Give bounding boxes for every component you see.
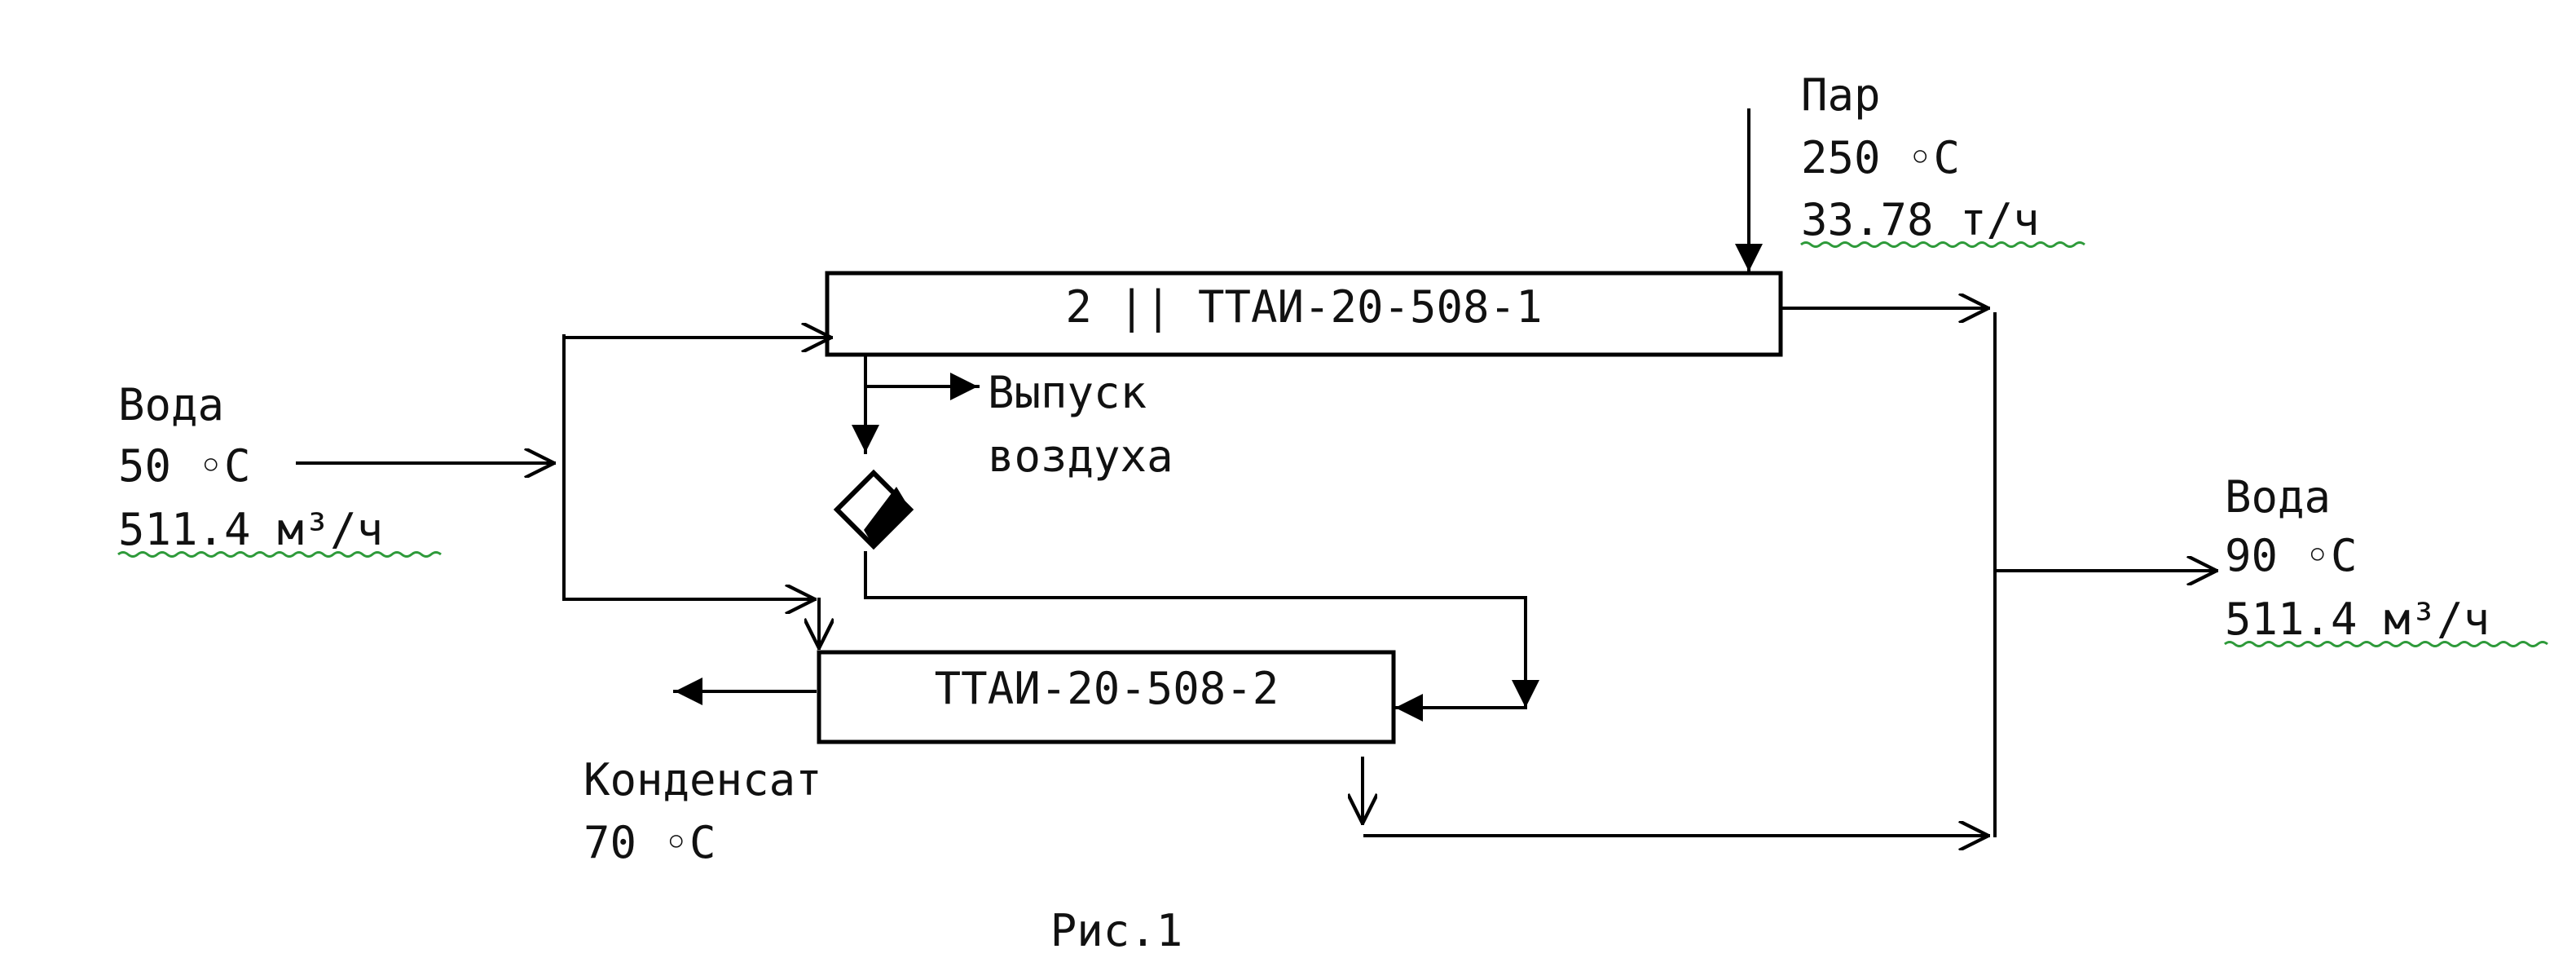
condensate-outlet: Конденсат 70 ◦С	[583, 678, 822, 868]
steam-flow: 33.78 т/ч	[1801, 194, 2040, 245]
water-in-name: Вода	[118, 379, 224, 430]
steam-inlet: Пар 250 ◦С 33.78 т/ч	[1735, 69, 2085, 273]
heat-exchanger-1: 2 || ТТАИ-20-508-1	[825, 271, 1783, 357]
water-in-temperature: 50 ◦С	[118, 440, 251, 492]
heat-exchanger-1-label: 2 || ТТАИ-20-508-1	[1065, 281, 1542, 333]
heat-exchanger-2-label: ТТАИ-20-508-2	[935, 663, 1279, 714]
water-in-flow: 511.4 м³/ч	[118, 504, 383, 555]
figure-caption: Рис.1	[1050, 905, 1183, 956]
air-release-line2: воздуха	[988, 430, 1174, 482]
air-release-branch: Выпуск воздуха	[833, 355, 1539, 722]
steam-trap-icon	[833, 469, 914, 550]
water-inlet: Вода 50 ◦С 511.4 м³/ч	[117, 336, 831, 650]
spellcheck-underline	[2224, 641, 2548, 647]
heat-exchanger-2: ТТАИ-20-508-2	[817, 650, 1396, 744]
condensate-temperature: 70 ◦С	[583, 817, 716, 868]
water-out-name: Вода	[2225, 471, 2331, 523]
spellcheck-underline	[117, 551, 442, 558]
air-release-line1: Выпуск	[988, 367, 1147, 418]
steam-temperature: 250 ◦С	[1801, 132, 1960, 183]
spellcheck-underline	[1800, 241, 2085, 248]
water-outlet: Вода 90 ◦С 511.4 м³/ч	[1363, 308, 2548, 836]
water-out-flow: 511.4 м³/ч	[2225, 594, 2490, 645]
steam-name: Пар	[1801, 69, 1881, 121]
water-out-temperature: 90 ◦С	[2225, 530, 2358, 581]
condensate-name: Конденсат	[583, 754, 822, 806]
